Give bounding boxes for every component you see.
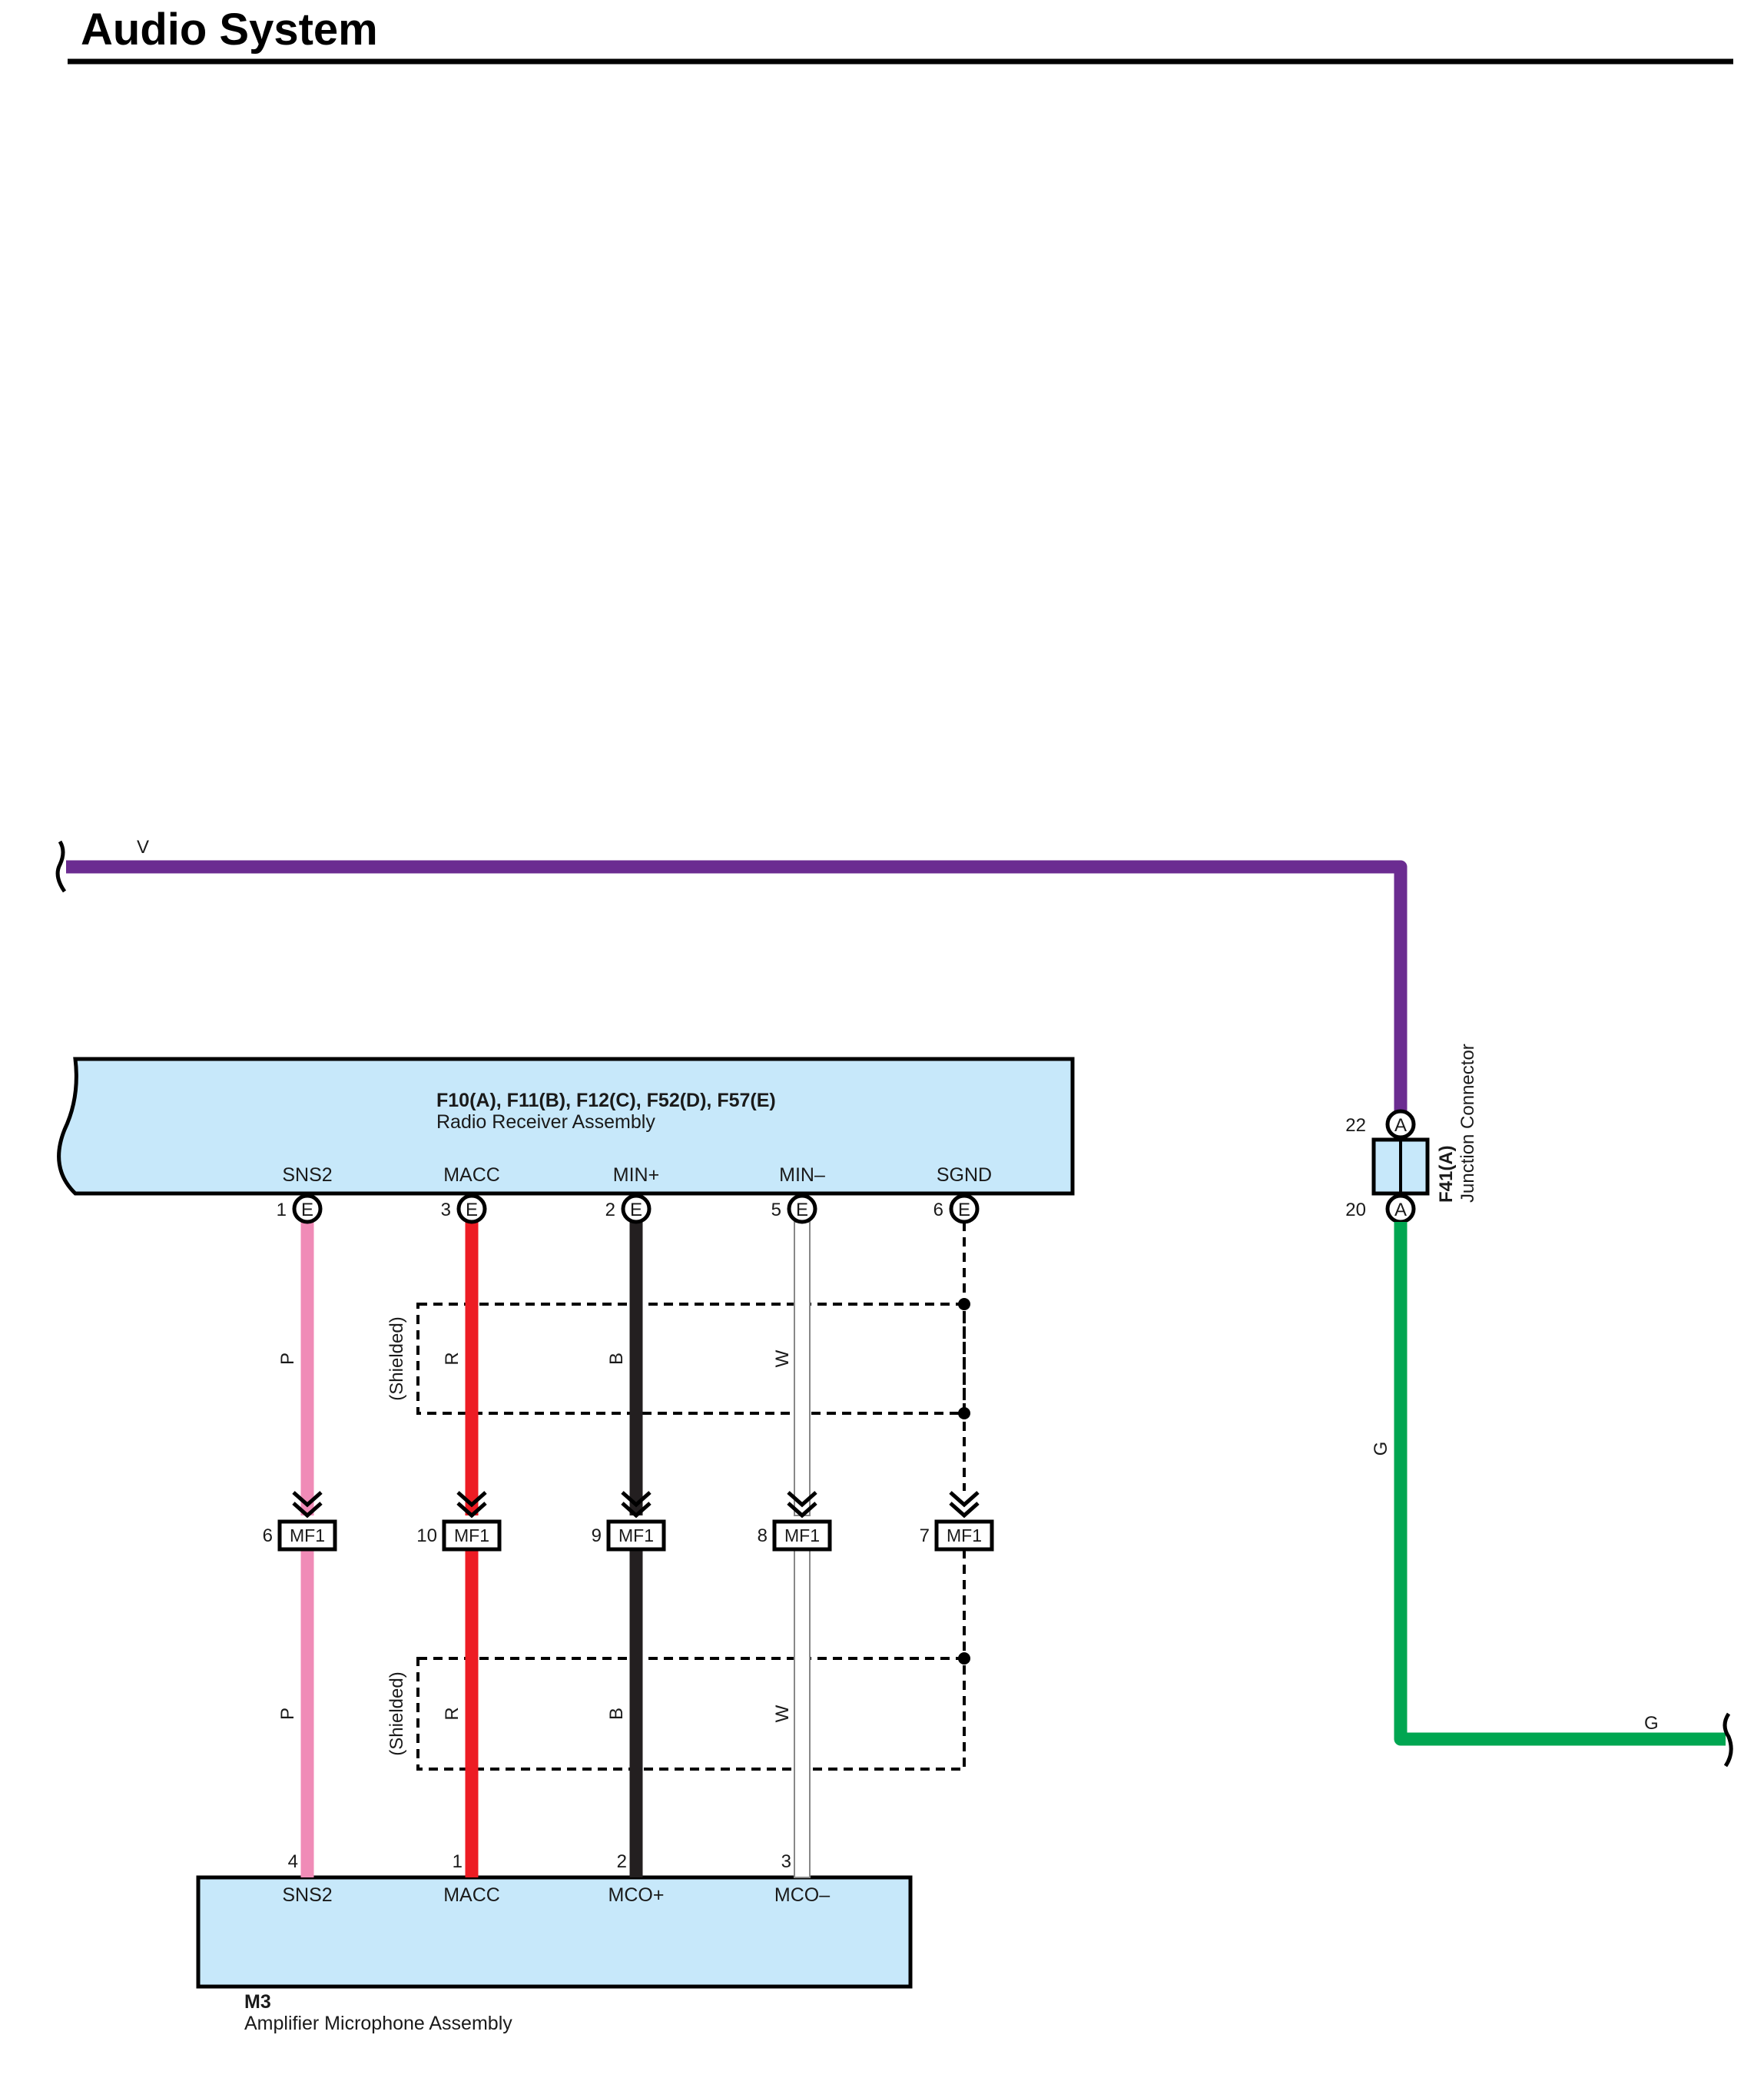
radio-pin-label-sgnd: SGND: [937, 1164, 992, 1186]
junction-pin-20-num: 20: [1345, 1200, 1366, 1220]
radio-receiver-name: Radio Receiver Assembly: [436, 1111, 655, 1133]
wire-label-v: V: [137, 837, 149, 858]
amp-pin-label-macc: MACC: [443, 1884, 500, 1906]
amp-pin-num-2: 2: [617, 1851, 627, 1872]
amplifier-mic-name: Amplifier Microphone Assembly: [244, 2013, 512, 2034]
wire-white-upper: [794, 1221, 811, 1516]
connector-arrow-mf1-8: [787, 1491, 817, 1519]
radio-pin-conn-2: E: [630, 1200, 642, 1220]
inline-connector-name-9: MF1: [618, 1525, 654, 1545]
junction-connector-id: F41(A): [1436, 1145, 1457, 1203]
radio-pin-conn-5: E: [796, 1200, 808, 1220]
radio-receiver-connectors: F10(A), F11(B), F12(C), F52(D), F57(E): [436, 1090, 776, 1111]
radio-pin-conn-3: E: [466, 1200, 478, 1220]
connector-arrow-mf1-9: [621, 1491, 652, 1519]
radio-pin-num-2: 2: [605, 1200, 615, 1220]
radio-pin-conn-6: E: [958, 1200, 970, 1220]
wire-color-w-lower: W: [772, 1705, 793, 1722]
wire-break-left: [55, 840, 67, 893]
wire-color-w-upper: W: [772, 1349, 793, 1367]
wire-violet: [66, 860, 1408, 1114]
shield-box-upper: [416, 1303, 966, 1415]
wire-label-g-vertical: G: [1371, 1442, 1391, 1456]
wire-color-b-lower: B: [606, 1708, 627, 1720]
wire-color-r-lower: R: [442, 1707, 463, 1720]
inline-connector-mf1-8: [772, 1519, 832, 1552]
inline-connector-name-8: MF1: [784, 1525, 820, 1545]
junction-pin-22-conn: A: [1394, 1115, 1407, 1136]
wire-color-r-upper: R: [442, 1352, 463, 1365]
amplifier-mic-connector: M3: [244, 1991, 271, 2013]
amp-pin-num-4: 4: [288, 1851, 298, 1872]
shield-label-lower: (Shielded): [386, 1671, 407, 1755]
radio-receiver-box: [57, 1057, 1075, 1196]
radio-pin-num-5: 5: [771, 1200, 781, 1220]
junction-pin-22-num: 22: [1345, 1115, 1366, 1136]
inline-connector-num-6: 6: [263, 1525, 273, 1546]
amp-pin-label-mco-plus: MCO+: [608, 1884, 665, 1906]
junction-pin-22: [1385, 1109, 1416, 1140]
circuit-sns2: SNS2 E 1 P MF1 6 P 4 SNS2: [263, 1164, 337, 1906]
circuit-macc: MACC E 3 R MF1 10 R 1 MACC: [416, 1164, 502, 1906]
inline-connector-name-7: MF1: [947, 1525, 982, 1545]
shield-label-upper: (Shielded): [386, 1316, 407, 1400]
radio-pin-circle-3: [456, 1193, 487, 1224]
amp-pin-label-mco-minus: MCO–: [774, 1884, 830, 1906]
radio-pin-num-3: 3: [441, 1200, 451, 1220]
page-title: Audio System: [81, 5, 378, 55]
circuit-sgnd: SGND E 6 MF1 7: [920, 1164, 994, 1658]
radio-pin-circle-2: [621, 1193, 652, 1224]
radio-pin-num-6: 6: [933, 1200, 943, 1220]
connector-arrow-mf1-7: [949, 1491, 980, 1519]
wire-green: [1394, 1222, 1726, 1746]
wire-color-b-upper: B: [606, 1353, 627, 1365]
radio-pin-circle-1: [292, 1193, 323, 1224]
connector-arrow-mf1-10: [456, 1491, 487, 1519]
radio-pin-label-min-plus: MIN+: [613, 1164, 659, 1186]
radio-pin-num-1: 1: [277, 1200, 287, 1220]
circuit-min-minus: MIN– E 5 W MF1 8 W 3 MCO–: [758, 1164, 832, 1906]
inline-connector-name-6: MF1: [290, 1525, 325, 1545]
junction-pin-20-conn: A: [1394, 1200, 1407, 1220]
inline-connector-mf1-6: [277, 1519, 337, 1552]
inline-connector-num-10: 10: [416, 1525, 437, 1546]
connector-arrow-mf1-6: [292, 1491, 323, 1519]
inline-connector-mf1-7: [934, 1519, 994, 1552]
circuit-min-plus: MIN+ E 2 B MF1 9 B 2 MCO+: [592, 1164, 666, 1906]
wire-break-right: [1723, 1712, 1733, 1768]
amplifier-mic-box: [196, 1875, 913, 1989]
shield-box-lower: [416, 1657, 966, 1771]
radio-pin-label-sns2: SNS2: [282, 1164, 332, 1186]
radio-pin-circle-5: [787, 1193, 817, 1224]
inline-connector-num-8: 8: [758, 1525, 768, 1546]
wire-color-p-lower: P: [277, 1708, 298, 1720]
radio-pin-label-macc: MACC: [443, 1164, 500, 1186]
wire-label-g-horizontal: G: [1644, 1713, 1659, 1734]
amp-pin-num-3: 3: [781, 1851, 791, 1872]
wire-color-p-upper: P: [277, 1353, 298, 1365]
junction-connector-name: Junction Connector: [1457, 1044, 1478, 1203]
radio-pin-label-min-minus: MIN–: [779, 1164, 825, 1186]
radio-pin-circle-6: [949, 1193, 980, 1224]
inline-connector-mf1-10: [442, 1519, 502, 1552]
amp-pin-num-1: 1: [453, 1851, 463, 1872]
inline-connector-num-9: 9: [592, 1525, 602, 1546]
inline-connector-mf1-9: [606, 1519, 666, 1552]
wire-white-lower: [794, 1549, 811, 1878]
inline-connector-num-7: 7: [920, 1525, 930, 1546]
inline-connector-name-10: MF1: [454, 1525, 489, 1545]
radio-pin-conn-1: E: [301, 1200, 313, 1220]
amp-pin-label-sns2: SNS2: [282, 1884, 332, 1906]
